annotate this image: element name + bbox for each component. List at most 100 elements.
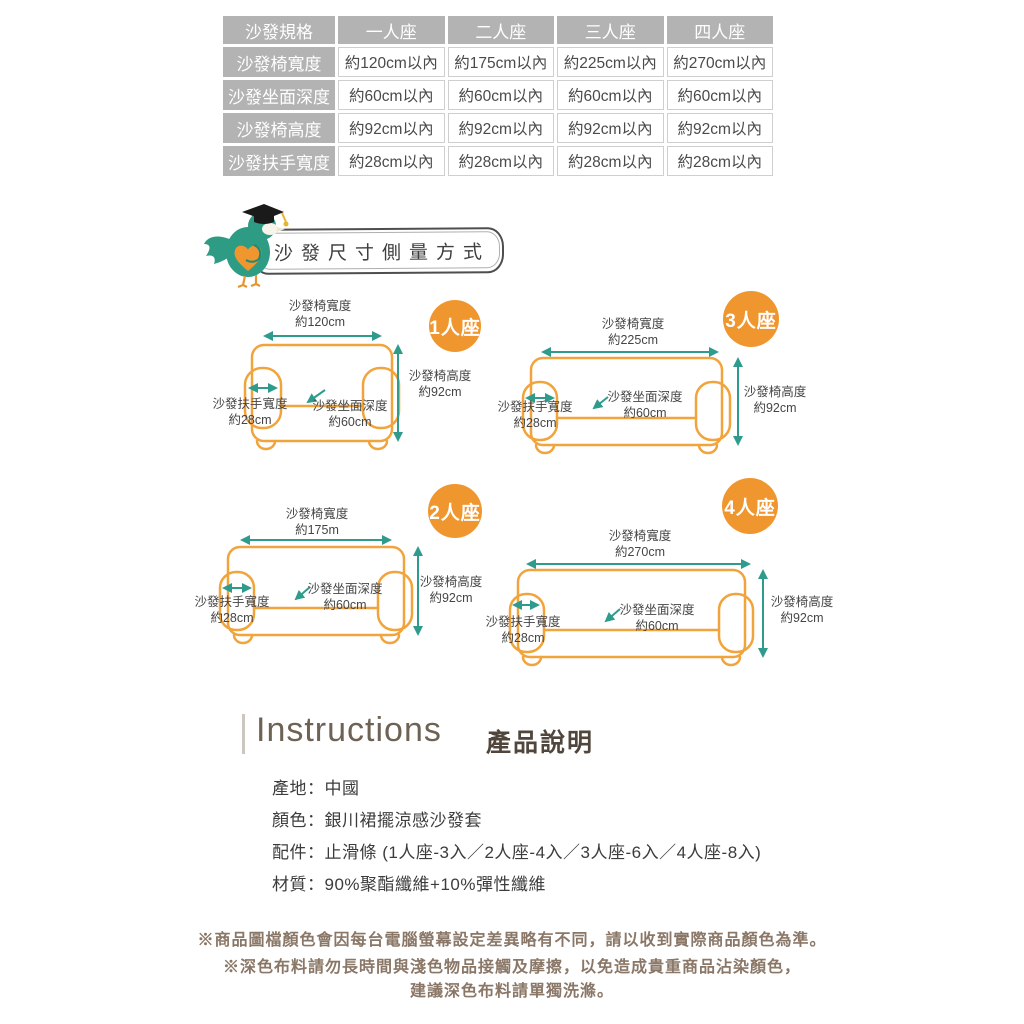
item-value: 止滑條 (1人座-3入／2人座-4入／3人座-6入／4人座-8入): [324, 843, 762, 862]
height-label: 沙發椅高度約92cm: [732, 384, 818, 416]
height-label-text: 沙發椅高度: [408, 369, 472, 383]
width-value: 約225cm: [607, 333, 659, 347]
diagram-3-seater: 3人座 沙發椅寬度約225cm 沙發椅高度約92cm 沙發扶手寬度約28cm 沙…: [490, 288, 870, 493]
sofa-outline: [521, 356, 732, 455]
width-value: 約270cm: [614, 545, 666, 559]
spec-row-label: 沙發椅寬度: [223, 47, 335, 77]
spec-value-cell: 約28cm以內: [447, 146, 554, 176]
instruction-item-origin: 產地：中國: [272, 774, 360, 799]
armrest-label: 沙發扶手寬度約28cm: [181, 594, 283, 626]
item-label: 配件: [272, 843, 307, 862]
spec-header-cell: 二人座: [447, 16, 554, 44]
width-label-text: 沙發椅寬度: [601, 317, 665, 331]
spec-row-label: 沙發坐面深度: [223, 80, 335, 110]
depth-arrow: [294, 586, 311, 601]
width-label-text: 沙發椅寬度: [608, 529, 672, 543]
armrest-label: 沙發扶手寬度約28cm: [195, 396, 305, 428]
spec-value-cell: 約225cm以內: [557, 47, 664, 77]
sofa-outline: [243, 343, 401, 451]
depth-label-text: 沙發坐面深度: [307, 582, 383, 596]
armrest-label-text: 沙發扶手寬度: [194, 595, 270, 609]
seat-count-badge: 4人座: [722, 478, 778, 534]
spec-header-cell: 沙發規格: [223, 16, 335, 44]
spec-value-cell: 約28cm以內: [338, 146, 445, 176]
instruction-item-accessory: 配件：止滑條 (1人座-3入／2人座-4入／3人座-6入／4人座-8入): [272, 838, 761, 863]
footer-note-1: ※商品圖檔顏色會因每台電腦螢幕設定差異略有不同，請以收到實際商品顏色為準。: [197, 932, 827, 949]
width-label-text: 沙發椅寬度: [288, 299, 352, 313]
depth-label: 沙發坐面深度約60cm: [293, 581, 397, 613]
instructions-title-zh: 產品說明: [486, 729, 595, 757]
depth-label: 沙發坐面深度約60cm: [296, 398, 404, 430]
depth-arrow: [306, 389, 326, 404]
seat-count-badge: 3人座: [723, 291, 779, 347]
height-label: 沙發椅高度約92cm: [407, 574, 495, 606]
measurement-arrows: [248, 331, 403, 442]
height-label-text: 沙發椅高度: [743, 385, 807, 399]
height-value: 約92cm: [780, 611, 824, 625]
seat-count-badge: 2人座: [428, 484, 482, 538]
armrest-label: 沙發扶手寬度約28cm: [483, 399, 587, 431]
depth-value: 約60cm: [328, 415, 372, 429]
sofa-drawing-3-seater: [521, 347, 743, 455]
spec-value-cell: 約60cm以內: [447, 80, 554, 110]
item-value: 90%聚酯纖維+10%彈性纖維: [324, 875, 546, 894]
depth-label-text: 沙發坐面深度: [607, 390, 683, 404]
spec-row-label: 沙發椅高度: [223, 113, 335, 143]
height-label: 沙發椅高度約92cm: [395, 368, 485, 400]
armrest-value: 約28cm: [513, 416, 557, 430]
diagram-1-seater: 1人座 沙發椅寬度約120cm 沙發椅高度約92cm 沙發扶手寬度約28cm 沙…: [195, 290, 505, 475]
spec-value-cell: 約60cm以內: [666, 80, 773, 110]
diagram-2-seater: 2人座 沙發椅寬度約175m 沙發椅高度約92cm 沙發扶手寬度約28cm 沙發…: [194, 480, 505, 690]
instructions-accent-bar: [242, 714, 245, 754]
item-value: 銀川裙擺涼感沙發套: [324, 811, 482, 830]
spec-value-cell: 約60cm以內: [557, 80, 664, 110]
sofa-drawing-1-seater: [243, 331, 403, 451]
height-label-text: 沙發椅高度: [419, 575, 483, 589]
depth-label: 沙發坐面深度約60cm: [593, 389, 697, 421]
spec-value-cell: 約92cm以內: [447, 113, 554, 143]
item-label: 顏色: [272, 811, 307, 830]
armrest-value: 約28cm: [228, 413, 272, 427]
spec-value-cell: 約92cm以內: [338, 113, 445, 143]
depth-arrow: [604, 608, 621, 623]
item-label: 材質: [272, 875, 307, 894]
footer-note-2: ※深色布料請勿長時間與淺色物品接觸及摩擦，以免造成貴重商品沾染顏色，: [222, 959, 801, 976]
height-value: 約92cm: [418, 385, 462, 399]
seat-count-badge: 1人座: [429, 300, 481, 352]
sofa-spec-table: 沙發規格 一人座 二人座 三人座 四人座 沙發椅寬度 約120cm以內 約175…: [223, 16, 773, 176]
item-colon: ：: [307, 875, 325, 894]
width-value: 約120cm: [294, 315, 346, 329]
spec-value-cell: 約175cm以內: [447, 47, 554, 77]
spec-value-cell: 約28cm以內: [666, 146, 773, 176]
item-label: 產地: [272, 779, 307, 798]
armrest-label: 沙發扶手寬度約28cm: [471, 614, 575, 646]
height-label-text: 沙發椅高度: [770, 595, 834, 609]
spec-value-cell: 約60cm以內: [338, 80, 445, 110]
width-label: 沙發椅寬度約270cm: [555, 528, 725, 560]
spec-header-cell: 四人座: [666, 16, 773, 44]
armrest-label-text: 沙發扶手寬度: [497, 400, 573, 414]
spec-value-cell: 約92cm以內: [666, 113, 773, 143]
diagram-4-seater: 4人座 沙發椅寬度約270cm 沙發椅高度約92cm 沙發扶手寬度約28cm 沙…: [485, 478, 880, 700]
spec-value-cell: 約92cm以內: [557, 113, 664, 143]
width-label-text: 沙發椅寬度: [285, 507, 349, 521]
width-value: 約175m: [295, 523, 339, 537]
height-value: 約92cm: [429, 591, 473, 605]
instruction-item-material: 材質：90%聚酯纖維+10%彈性纖維: [272, 870, 546, 895]
width-label: 沙發椅寬度約120cm: [235, 298, 405, 330]
sofa-drawing-2-seater: [218, 535, 423, 645]
instruction-item-color: 顏色：銀川裙擺涼感沙發套: [272, 806, 482, 831]
item-colon: ：: [307, 843, 325, 862]
spec-header-cell: 一人座: [338, 16, 445, 44]
width-label: 沙發椅寬度約225cm: [548, 316, 718, 348]
depth-label-text: 沙發坐面深度: [619, 603, 695, 617]
measurement-arrows: [525, 347, 743, 446]
width-label: 沙發椅寬度約175m: [232, 506, 402, 538]
footer-note-3: 建議深色布料請單獨洗滌。: [409, 983, 614, 1000]
armrest-value: 約28cm: [501, 631, 545, 645]
armrest-value: 約28cm: [210, 611, 254, 625]
armrest-label-text: 沙發扶手寬度: [485, 615, 561, 629]
graduate-bird-mascot-icon: [204, 204, 289, 288]
depth-value: 約60cm: [635, 619, 679, 633]
